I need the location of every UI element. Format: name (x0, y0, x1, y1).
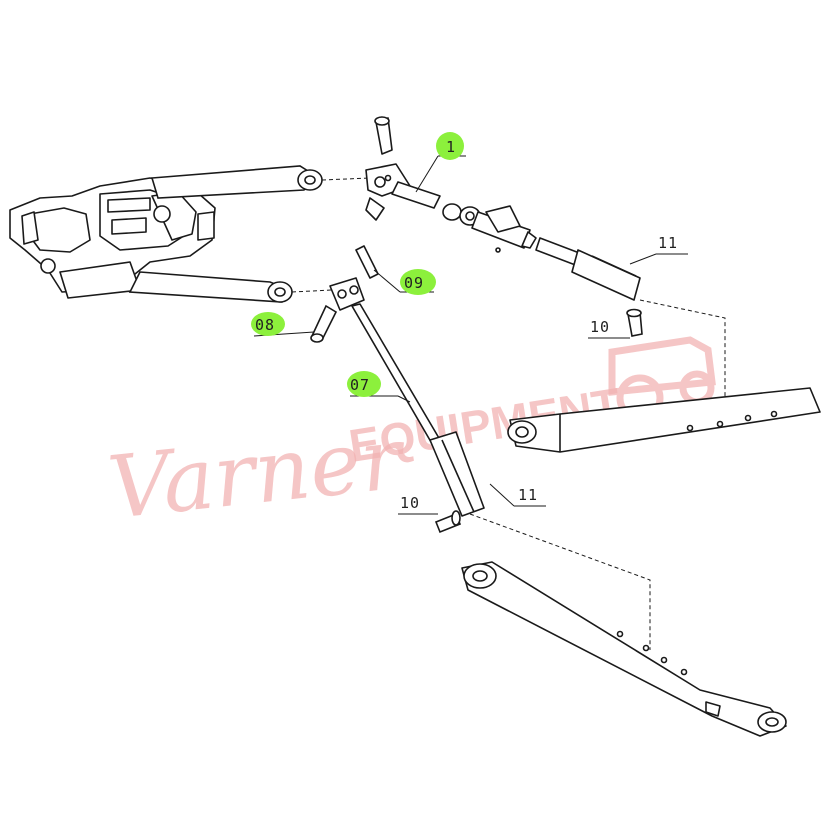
callout-11-upper: 11 (629, 234, 688, 265)
top-link-assembly (365, 116, 641, 301)
pin-part-10-lower (434, 510, 462, 534)
pin-part-08 (310, 304, 338, 343)
upper-lift-arm (150, 165, 323, 199)
callout-11-lower: 11 (489, 483, 546, 507)
callout-1: 1 (415, 132, 466, 193)
callout-label: 08 (255, 316, 275, 334)
assembly-leader-lines (291, 177, 726, 650)
callout-label: 11 (658, 234, 678, 252)
callout-09: 09 (373, 269, 436, 295)
lower-link-bottom (461, 561, 787, 737)
lower-link-right (507, 387, 821, 453)
callout-07: 07 (347, 371, 411, 403)
callout-label: 07 (350, 376, 370, 394)
hydraulic-lift-housing (9, 177, 216, 299)
callout-label: 11 (518, 486, 538, 504)
callout-label: 10 (400, 494, 420, 512)
callout-highlight (251, 312, 285, 336)
pin-part-10-upper (626, 308, 643, 337)
callout-label: 10 (590, 318, 610, 336)
callout-10-lower: 10 (398, 494, 438, 515)
callout-10-upper: 10 (588, 318, 630, 339)
lift-rod-assembly (329, 245, 485, 517)
callout-highlight (436, 132, 464, 160)
lower-lift-arm (128, 271, 293, 303)
callout-highlight (347, 371, 381, 397)
callout-label: 09 (404, 274, 424, 292)
callout-highlight (400, 269, 436, 295)
callout-08: 08 (251, 312, 315, 337)
callout-label: 1 (446, 138, 456, 156)
